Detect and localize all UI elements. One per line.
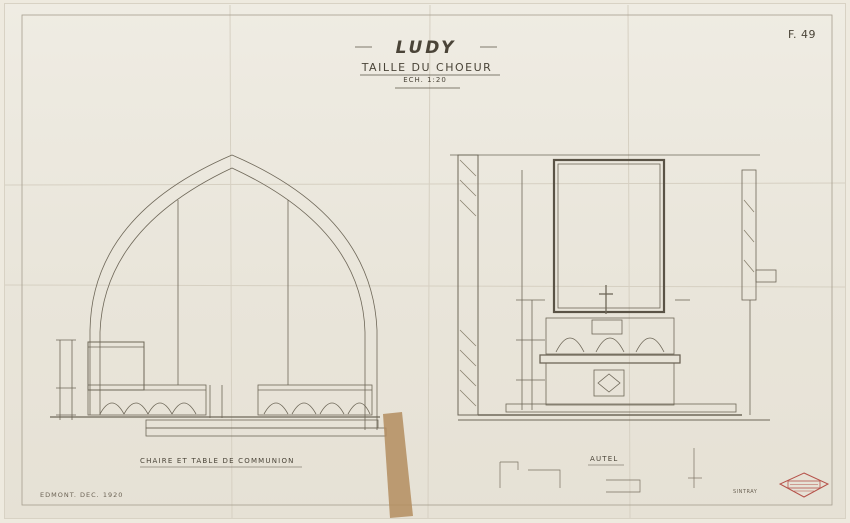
label-rules [140, 464, 624, 468]
profile-details [499, 448, 702, 493]
right-view [450, 154, 777, 421]
left-view-label: CHAIRE ET TABLE DE COMMUNION [140, 457, 295, 465]
right-view-label: AUTEL [590, 455, 619, 463]
fold-lines [4, 4, 846, 519]
drawing-title: LUDY [395, 38, 457, 58]
tape-strip [383, 412, 413, 518]
archive-stamp-icon [778, 472, 830, 498]
date-signature: EDMONT. DEC. 1920 [40, 491, 124, 499]
author-note: SINTRAY [733, 489, 758, 495]
title-rules [355, 46, 500, 89]
left-view [50, 154, 387, 437]
drawing-scale: ECH. 1:20 [403, 76, 447, 84]
sheet-number: F. 49 [788, 28, 817, 41]
sheet-border [21, 14, 833, 506]
drawing-subtitle: TAILLE DU CHOEUR [361, 61, 493, 74]
paper-background [4, 3, 846, 519]
